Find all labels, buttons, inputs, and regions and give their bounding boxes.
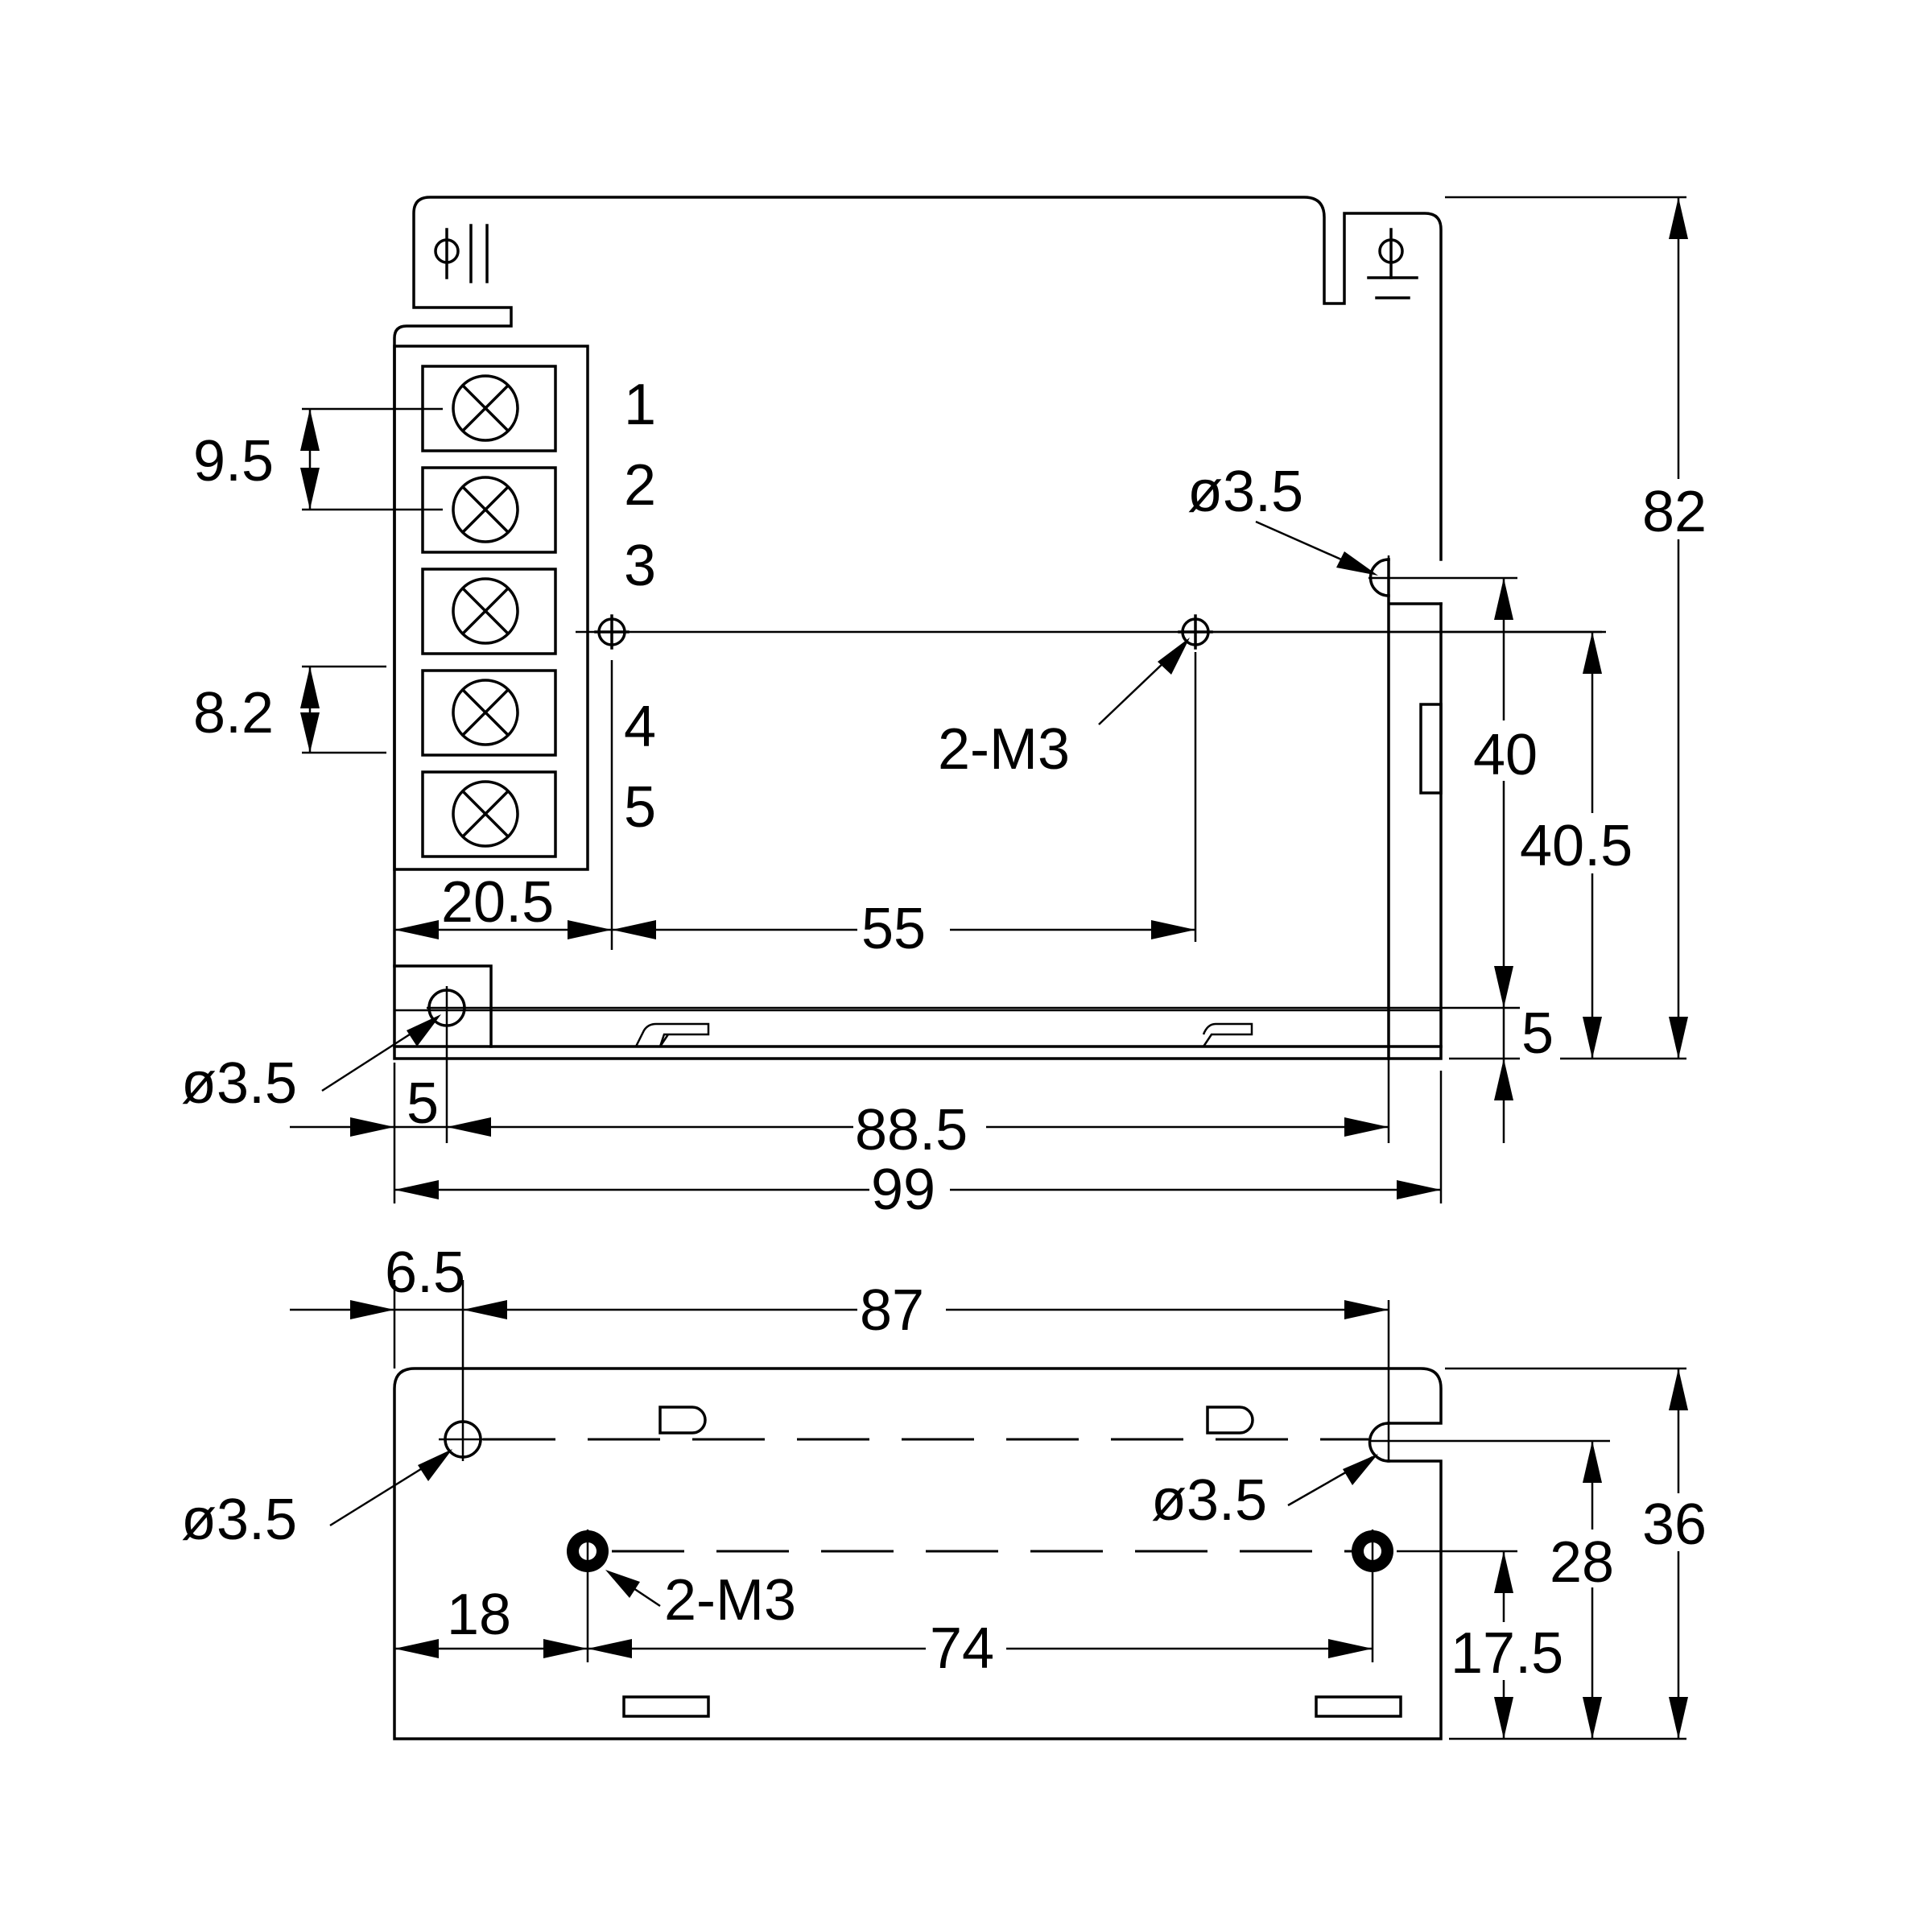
dim-label-hole-spacing: 55 [861,897,926,961]
terminal-screw-cross [460,789,510,839]
terminal-number: 3 [624,534,656,598]
callout-screw-top: 2-M3 [938,717,1070,782]
dim-mount-spacing [290,1063,1443,1203]
dim-label-hole-y-40-5: 40.5 [1520,814,1633,878]
dim-label-mount-spacing: 88.5 [855,1098,968,1162]
dim-terminal-height [300,665,386,754]
tab-left [634,1022,710,1047]
dim-label-offset: 6.5 [385,1241,465,1305]
d-marker-right [1206,1406,1254,1435]
terminal-screw-cross [460,383,510,433]
ground-symbol-icon [434,224,489,283]
leader-lines-top [321,520,1378,1092]
dim-label-screw-y: 17.5 [1451,1621,1563,1686]
terminal-screw-icon [452,780,519,848]
terminal-screw-icon [452,476,519,543]
terminal-number: 5 [624,775,656,840]
terminal-screw-icon [452,374,519,442]
top-view: 1 2 3 4 5 [181,196,1723,1222]
callout-screw-bottom: 2-M3 [664,1568,796,1633]
dim-label-edge-left: 5 [407,1071,439,1136]
bottom-slot-left [622,1695,710,1718]
dim-bottom-vertical [1445,1367,1688,1740]
screw-left-bottom [567,1530,609,1662]
bottom-outline [393,1367,1443,1740]
bottom-slot-right [1315,1695,1402,1718]
dim-label-bottom-height: 36 [1642,1492,1707,1557]
tab-right [1202,1022,1253,1047]
dim-vertical-right [1212,196,1688,1143]
side-step [1387,558,1443,1060]
side-slot [1419,703,1443,795]
callout-hole-right: ø3.5 [1151,1468,1267,1533]
dim-bottom-horizontal [394,1639,1373,1658]
terminal-number: 4 [624,695,656,759]
dim-label-width: 99 [871,1158,935,1222]
mount-hole-bottom-left [427,986,1521,1143]
leader-lines-bottom [329,1449,1378,1608]
terminal-block: 1 2 3 4 5 [393,345,656,871]
terminal-screw-icon [452,577,519,645]
terminal-screw-cross [460,586,510,636]
dim-label-hole-y-40: 40 [1473,723,1538,787]
dim-label-terminal-height: 8.2 [193,681,274,745]
dim-label-height: 82 [1642,480,1707,544]
callout-hole-bottom-left: ø3.5 [181,1051,297,1116]
terminal-screw-icon [452,679,519,746]
terminal-number: 2 [624,453,656,518]
terminal-screw-cross [460,485,510,535]
screw-hole-right [1178,614,1213,650]
dim-label-terminal-offset: 20.5 [441,870,554,935]
dim-label-hole-y-28: 28 [1550,1530,1614,1595]
dim-label-pitch: 9.5 [193,429,274,493]
dim-label-bottom-mount: 87 [860,1278,924,1343]
terminal-housing [393,345,589,871]
callout-hole-top-right: ø3.5 [1187,460,1303,524]
terminal-cell [421,669,557,757]
mount-ear [393,964,493,1048]
dim-label-edge-right: 5 [1521,1001,1554,1066]
callout-hole-left: ø3.5 [181,1488,297,1552]
earth-symbol-icon [1367,228,1418,299]
terminal-screw-cross [460,687,510,737]
dim-label-screw-offset: 18 [447,1583,511,1647]
screw-hole-left [594,614,630,650]
dim-pitch [300,407,443,511]
d-marker-left [658,1406,707,1435]
terminal-cell [421,770,557,858]
dim-label-screw-spacing: 74 [930,1616,994,1681]
dim-bottom-top [290,1280,1389,1368]
dim-horizontal-top [394,920,1195,939]
terminal-cell [421,568,557,655]
terminal-number: 1 [624,373,656,437]
hole-right-bottom [1368,1300,1610,1463]
bottom-view: 6.5 87 28 36 17.5 18 74 ø3.5 ø3.5 2-M3 [181,1241,1723,1740]
mount-hole-top-right [1368,555,1517,1143]
screw-right-bottom [1352,1530,1517,1662]
